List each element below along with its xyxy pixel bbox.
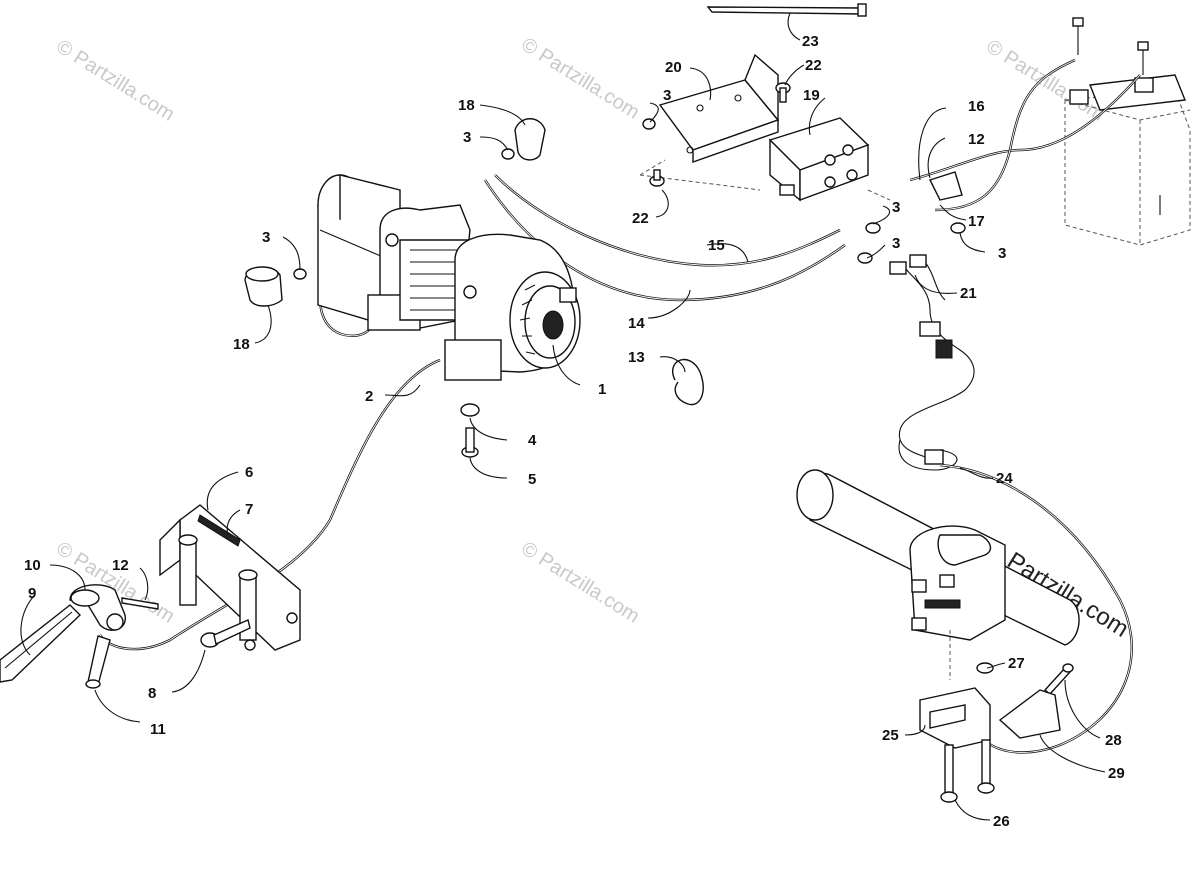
callout-3-solenoid-b: 3 — [892, 235, 900, 252]
nut-3-battery — [950, 222, 966, 234]
control-harness — [889, 254, 975, 471]
battery-cables — [909, 58, 1141, 212]
leader-lines — [20, 12, 1106, 821]
callout-3-top: 3 — [463, 129, 471, 146]
terminal-boot-top — [929, 171, 963, 201]
callout-2: 2 — [365, 388, 373, 405]
roller-fairlead — [159, 504, 301, 651]
callout-6: 6 — [245, 464, 253, 481]
watermark-top-left: © Partzilla.com — [52, 36, 178, 126]
callout-19: 19 — [803, 87, 820, 104]
fairlead-screw — [200, 619, 251, 648]
clevis-pin — [85, 635, 111, 689]
callout-14: 14 — [628, 315, 645, 332]
nut-3-top-left — [501, 148, 515, 160]
winch-assembly — [317, 174, 581, 381]
callout-3-bracket: 3 — [663, 87, 671, 104]
callout-9: 9 — [28, 585, 36, 602]
battery-bolts — [1072, 17, 1149, 75]
callout-12-hook: 12 — [112, 557, 129, 574]
callout-23: 23 — [802, 33, 819, 50]
callout-21: 21 — [960, 285, 977, 302]
callout-7: 7 — [245, 501, 253, 518]
screw-22-lower — [649, 169, 665, 187]
watermark-mid-center: © Partzilla.com — [517, 538, 643, 628]
callout-12-battery: 12 — [968, 131, 985, 148]
switch-bracket-bolts — [940, 739, 995, 803]
callout-22-top: 22 — [805, 57, 822, 74]
callout-17: 17 — [968, 213, 985, 230]
callout-numbers: 1 2 3 3 3 3 3 3 4 5 6 7 8 9 10 11 12 12 … — [24, 33, 1125, 830]
watermark-top-right: © Partzilla.com — [982, 36, 1108, 126]
callout-20: 20 — [665, 59, 682, 76]
cotter-pin — [121, 597, 159, 610]
terminal-boot-18-left — [244, 266, 283, 307]
switch-screw — [1043, 663, 1074, 695]
callout-3-solenoid-a: 3 — [892, 199, 900, 216]
callout-25: 25 — [882, 727, 899, 744]
mounting-bolt — [461, 427, 479, 458]
terminal-boot-18-top — [514, 118, 546, 161]
switch-wire — [939, 463, 1133, 754]
callout-3-battery: 3 — [998, 245, 1006, 262]
winch-control-switch — [909, 525, 1006, 680]
switch-mount-bracket — [919, 687, 991, 749]
callout-3-winch: 3 — [262, 229, 270, 246]
callout-8: 8 — [148, 685, 156, 702]
callout-28: 28 — [1105, 732, 1122, 749]
callout-26: 26 — [993, 813, 1010, 830]
winch-solenoid — [768, 117, 891, 202]
winch-cable — [99, 358, 441, 651]
cable-tie — [706, 3, 867, 17]
nut-3-winch — [293, 268, 307, 280]
callout-27: 27 — [1008, 655, 1025, 672]
watermark-top-center: © Partzilla.com — [517, 34, 643, 124]
nut-3-solenoid-b — [857, 252, 873, 264]
callout-1: 1 — [598, 381, 606, 398]
callout-15: 15 — [708, 237, 725, 254]
callout-18-left: 18 — [233, 336, 250, 353]
callout-4: 4 — [528, 432, 537, 449]
battery-outline — [1064, 74, 1191, 246]
callout-16: 16 — [968, 98, 985, 115]
switch-washer — [976, 662, 994, 674]
callout-24: 24 — [996, 470, 1013, 487]
nut-3-bracket — [642, 118, 656, 130]
solenoid-mounting-bracket — [639, 53, 780, 191]
nut-3-solenoid-a — [865, 222, 881, 234]
callout-13: 13 — [628, 349, 645, 366]
switch-shield — [998, 689, 1061, 739]
snap-ring — [672, 358, 704, 406]
callout-10: 10 — [24, 557, 41, 574]
callout-29: 29 — [1108, 765, 1125, 782]
callout-11: 11 — [150, 721, 166, 738]
winch-hook — [69, 584, 126, 631]
callout-22-lower: 22 — [632, 210, 649, 227]
hook-strap — [0, 604, 82, 683]
screw-22-top — [775, 82, 791, 103]
callout-5: 5 — [528, 471, 536, 488]
washer — [460, 403, 480, 417]
callout-18-top: 18 — [458, 97, 475, 114]
